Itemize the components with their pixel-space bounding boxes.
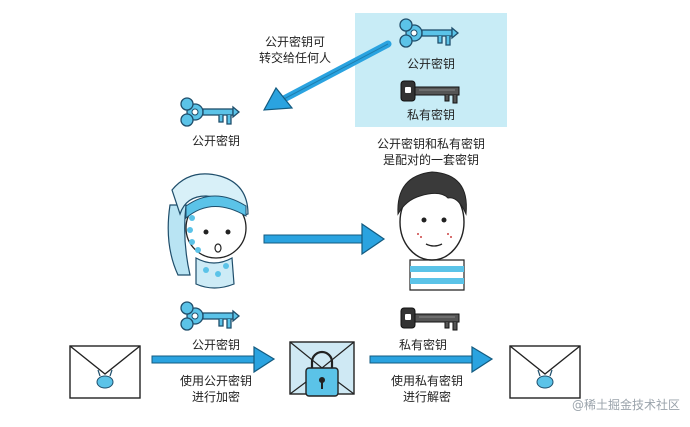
box-private-key-icon	[400, 80, 460, 104]
box-public-key-label: 公开密钥	[406, 57, 455, 71]
message-arrow	[263, 222, 386, 256]
box-private-key-label: 私有密钥	[406, 108, 455, 122]
receiver-private-key-label: 私有密钥	[398, 338, 447, 352]
decrypt-line2: 进行解密	[402, 390, 451, 404]
receiver-private-key-icon	[400, 307, 460, 331]
public-key-received-label: 公开密钥	[191, 134, 240, 148]
plain-envelope-left	[69, 345, 141, 399]
give-public-key-line2: 转交给任何人	[258, 51, 331, 65]
box-public-key-icon	[399, 18, 459, 48]
watermark: @稀土掘金技术社区	[571, 398, 680, 412]
encrypt-arrow	[151, 345, 276, 374]
give-public-key-line1: 公开密钥可	[264, 35, 325, 49]
pair-line1: 公开密钥和私有密钥	[376, 137, 485, 151]
decrypt-arrow	[369, 345, 494, 374]
plain-envelope-right	[509, 345, 581, 399]
decrypt-line1: 使用私有密钥	[390, 374, 463, 388]
sender-avatar	[167, 173, 249, 289]
encrypt-line1: 使用公开密钥	[179, 374, 252, 388]
sender-public-key-label: 公开密钥	[191, 338, 240, 352]
received-public-key-icon	[180, 97, 240, 127]
locked-envelope	[289, 341, 355, 397]
receiver-avatar	[397, 171, 467, 291]
sender-public-key-icon	[180, 301, 240, 331]
encrypt-line2: 进行加密	[191, 390, 240, 404]
transfer-arrow	[262, 40, 392, 111]
pair-line2: 是配对的一套密钥	[382, 153, 479, 167]
